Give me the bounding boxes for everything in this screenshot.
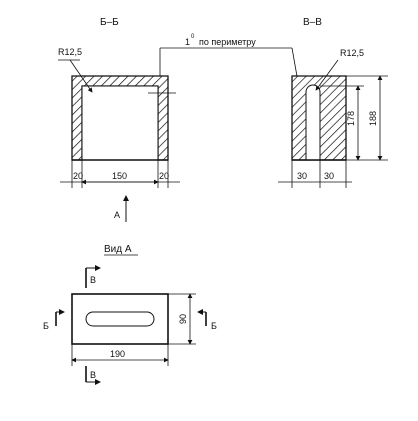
section-vv: В–В R12,5 178 188 30 30 (278, 17, 388, 188)
section-vv-title: В–В (303, 17, 322, 28)
cut-marker-left: Б (43, 321, 49, 331)
section-bb-title: Б–Б (100, 17, 119, 28)
section-vv-dim-w2: 30 (324, 171, 334, 181)
roughness-note-text: по периметру (199, 37, 256, 47)
section-vv-radius: R12,5 (340, 48, 364, 58)
section-vv-dim-h2: 188 (368, 111, 378, 126)
section-bb-dim-right: 20 (159, 171, 169, 181)
view-a-slot (85, 311, 155, 327)
view-a: Вид А 190 90 В В Б Б (43, 244, 217, 385)
section-vv-dim-h1: 178 (346, 111, 356, 126)
cut-marker-top: В (90, 275, 96, 285)
view-a-dim-w: 190 (110, 349, 125, 359)
view-a-body (71, 293, 169, 345)
section-vv-dim-w1: 30 (297, 171, 307, 181)
roughness-value: 1 (185, 37, 190, 47)
section-bb-radius: R12,5 (58, 47, 82, 57)
view-a-title: Вид А (104, 244, 132, 255)
view-arrow-label: А (114, 210, 120, 220)
section-bb-dim-mid: 150 (112, 171, 127, 181)
roughness-sup: 0 (191, 34, 195, 40)
cut-marker-right: Б (211, 321, 217, 331)
roughness-note: 1 0 по периметру (159, 34, 299, 83)
cut-marker-bottom: В (90, 370, 96, 380)
section-bb-dim-left: 20 (73, 171, 83, 181)
section-bb: Б–Б R12,5 20 150 20 А (58, 17, 180, 222)
view-a-dim-h: 90 (178, 314, 188, 324)
